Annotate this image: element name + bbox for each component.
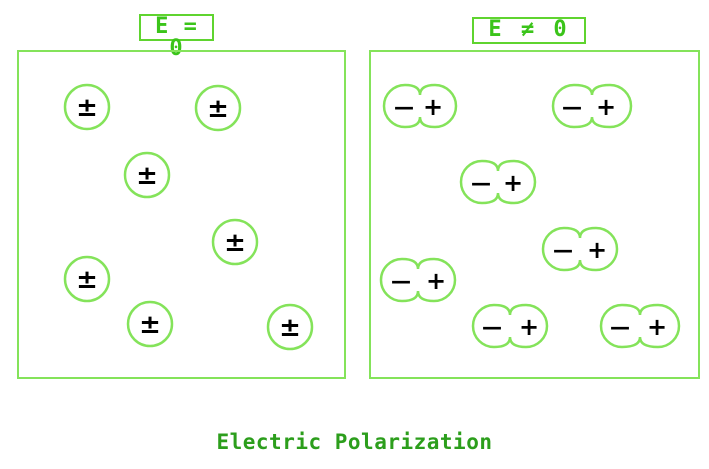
positive-charge: + — [647, 313, 667, 341]
polarized-dipoles: — + — + — + — + — + — + — — [379, 83, 681, 349]
negative-charge: — — [553, 238, 573, 262]
positive-charge: + — [596, 93, 616, 121]
atom-symbol: ± — [76, 265, 98, 295]
atom-symbol: ± — [279, 313, 301, 343]
dipole: — + — [459, 159, 537, 205]
atom: ± — [194, 84, 242, 132]
negative-charge: — — [394, 95, 414, 119]
dipole: — + — [541, 226, 619, 272]
atom-symbol: ± — [136, 161, 158, 191]
atom-symbol: ± — [224, 228, 246, 258]
polarized-panel — [369, 50, 700, 379]
atom: ± — [126, 300, 174, 348]
field-nonzero-label: E ≠ 0 — [472, 17, 586, 44]
positive-charge: + — [503, 169, 523, 197]
dipole: — + — [382, 83, 458, 129]
atom: ± — [123, 151, 171, 199]
negative-charge: — — [610, 315, 630, 339]
diagram-caption: Electric Polarization — [216, 430, 493, 454]
positive-charge: + — [426, 267, 446, 295]
atom: ± — [63, 255, 111, 303]
dipole: — + — [471, 303, 549, 349]
negative-charge: — — [391, 269, 411, 293]
negative-charge: — — [471, 171, 491, 195]
negative-charge: — — [482, 315, 502, 339]
atom-symbol: ± — [139, 310, 161, 340]
atom: ± — [211, 218, 259, 266]
dipole: — + — [379, 257, 457, 303]
positive-charge: + — [587, 236, 607, 264]
atom-symbol: ± — [207, 94, 229, 124]
field-zero-label: E = 0 — [139, 14, 214, 60]
positive-charge: + — [519, 313, 539, 341]
unpolarized-atoms: ± ± ± ± ± ± ± — [63, 83, 314, 351]
dipole: — + — [599, 303, 681, 349]
atom: ± — [266, 303, 314, 351]
atom-symbol: ± — [76, 93, 98, 123]
positive-charge: + — [423, 93, 443, 121]
negative-charge: — — [562, 95, 582, 119]
atom: ± — [63, 83, 111, 131]
unpolarized-panel — [17, 50, 346, 379]
dipole: — + — [551, 83, 633, 129]
